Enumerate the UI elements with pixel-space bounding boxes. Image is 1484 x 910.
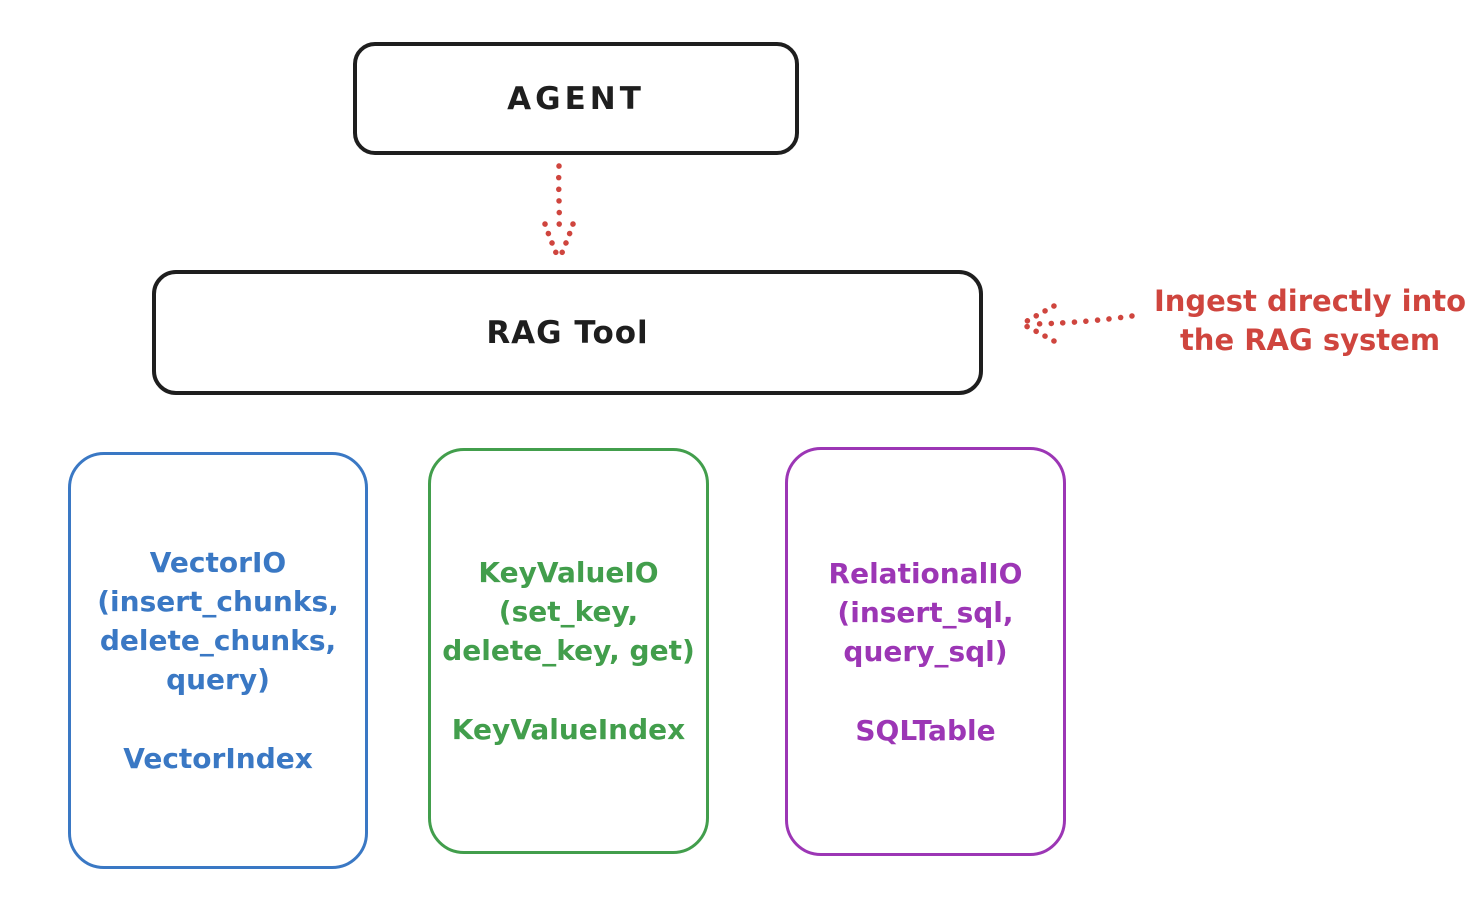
io-line: (insert_sql, [837, 595, 1014, 629]
rag-tool-node: RAG Tool [152, 270, 983, 395]
io-line: delete_key, get) [442, 634, 695, 667]
io-line: query) [166, 663, 270, 696]
agent-label: AGENT [507, 80, 645, 117]
io-line: (insert_chunks, [97, 585, 339, 618]
annotation-line-2: the RAG system [1179, 323, 1441, 357]
annotation-text: Ingest directly into the RAG system [1136, 282, 1484, 360]
annotation-to-ragtool-arrow [1019, 303, 1135, 344]
io-line: VectorIO [149, 546, 287, 579]
io-box-methods: RelationalIO (insert_sql, query_sql) [829, 554, 1023, 671]
io-line: query_sql) [843, 634, 1008, 668]
io-index-label: KeyValueIndex [451, 713, 686, 746]
io-box-vectorio: VectorIO (insert_chunks, delete_chunks, … [68, 452, 368, 869]
io-line: (set_key, [498, 595, 639, 628]
annotation-line-1: Ingest directly into [1153, 284, 1467, 318]
io-line: KeyValueIO [478, 556, 659, 589]
io-index-label: VectorIndex [123, 742, 313, 775]
rag-tool-label: RAG Tool [486, 314, 649, 351]
io-index-label: SQLTable [855, 713, 996, 747]
io-box-methods: KeyValueIO (set_key, delete_key, get) [442, 553, 695, 670]
agent-node: AGENT [353, 42, 799, 155]
io-box-keyvalueio: KeyValueIO (set_key, delete_key, get) Ke… [428, 448, 709, 854]
io-line: delete_chunks, [99, 624, 337, 657]
agent-to-ragtool-arrow [542, 163, 576, 263]
io-line: RelationalIO [828, 556, 1023, 590]
io-box-methods: VectorIO (insert_chunks, delete_chunks, … [97, 543, 339, 699]
io-box-relationalio: RelationalIO (insert_sql, query_sql) SQL… [785, 447, 1066, 856]
